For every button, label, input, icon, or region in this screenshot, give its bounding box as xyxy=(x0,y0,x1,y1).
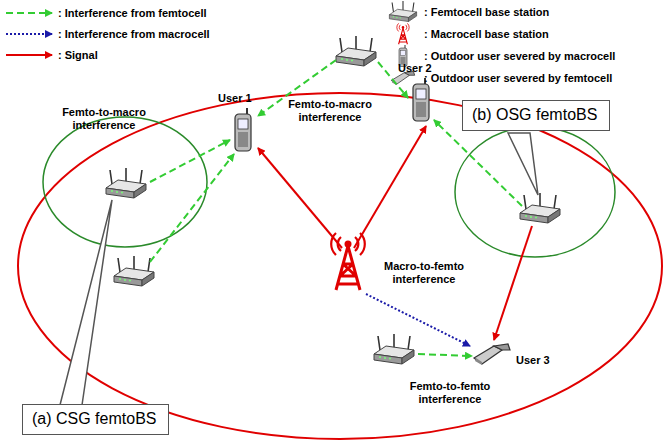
user-label: User 1 xyxy=(218,92,252,105)
callout-text: (b) OSG femtoBS xyxy=(472,106,600,124)
callout-box: (a) CSG femtoBS xyxy=(22,404,169,435)
legend-text: : Interference from femtocell xyxy=(58,7,207,20)
callout-text: (a) CSG femtoBS xyxy=(32,410,159,428)
legend-text: : Macrocell base station xyxy=(424,28,549,41)
user-label: User 3 xyxy=(516,354,550,367)
interference-label: Femto-to-macro interference xyxy=(48,106,160,132)
legend-text: : Outdoor user severed by macrocell xyxy=(424,50,615,63)
callout-box: (b) OSG femtoBS xyxy=(462,100,610,131)
interference-label: Femto-to-femto interference xyxy=(392,380,508,406)
interference-label: Femto-to-macro interference xyxy=(280,98,380,124)
interference-label: Macro-to-femto interference xyxy=(372,260,476,286)
user-label: User 2 xyxy=(398,62,432,75)
legend-text: : Femtocell base station xyxy=(424,6,549,19)
legend-text: : Interference from macrocell xyxy=(58,28,210,41)
legend-text: : Outdoor user severed by femtocell xyxy=(424,72,612,85)
legend-text: : Signal xyxy=(58,49,98,62)
